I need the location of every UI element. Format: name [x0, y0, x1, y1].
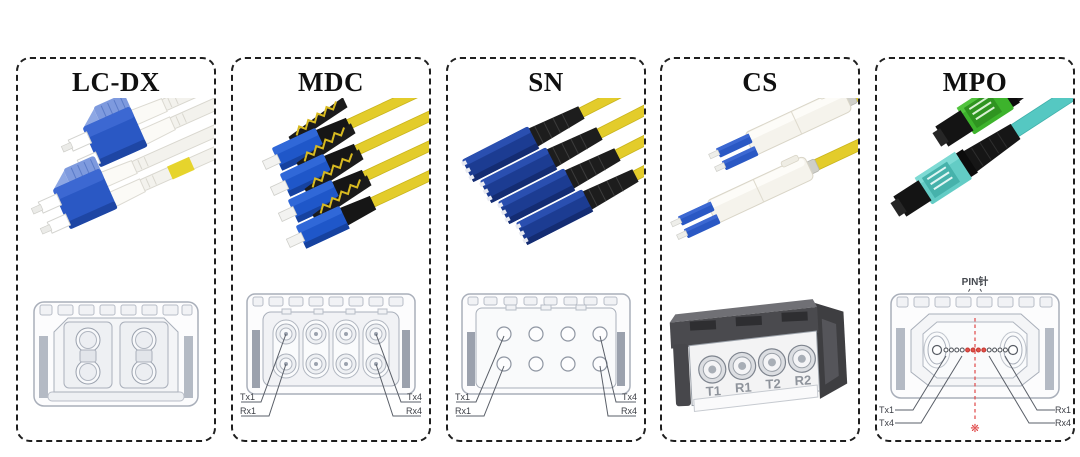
label-r1: R1 [735, 379, 752, 395]
mdc-face-diagram: Tx1 Rx1 Tx4 Rx4 [233, 288, 429, 440]
panel-title-cs: CS [742, 67, 778, 97]
panel-cs: CS [660, 57, 860, 442]
label-pin: PIN针 [962, 275, 989, 288]
mpo-connector-green [932, 97, 1063, 147]
housing-ribs [39, 304, 193, 316]
cs-face-schematic: T1 R1 T2 R2 [669, 299, 848, 413]
housing-ribs [896, 296, 1053, 308]
cs-photo-illustration [666, 97, 858, 243]
housing-ribs [252, 296, 404, 307]
panel-title-mdc: MDC [298, 67, 364, 97]
callout-lines [456, 335, 636, 417]
sn-connector-photo [448, 97, 644, 270]
mpo-connector-photo [877, 97, 1073, 270]
callout-lines [895, 355, 1055, 424]
sn-face-diagram: Tx1 Rx1 Tx4 Rx4 [448, 288, 644, 440]
lc-dx-photo-illustration [21, 97, 214, 241]
fiber-dots-center [965, 347, 987, 353]
mdc-fiber-pairs [272, 319, 390, 379]
fiber-dots-tx [943, 347, 965, 353]
panel-title-mpo: MPO [942, 67, 1008, 97]
label-tx4: Tx4 [879, 418, 894, 428]
mpo-photo-illustration [890, 97, 1073, 217]
guide-pin-right [1007, 344, 1019, 356]
label-t1: T1 [705, 383, 721, 399]
label-rx4: Rx4 [621, 406, 637, 416]
label-tx4: Tx4 [622, 392, 637, 402]
label-rx1: Rx1 [240, 406, 256, 416]
label-tx1: Tx1 [240, 392, 255, 402]
mpo-connector-aqua [890, 97, 1073, 217]
label-rx1: Rx1 [455, 406, 471, 416]
panel-title-sn: SN [528, 67, 564, 97]
cs-ferrules [698, 344, 816, 384]
fiber-dots-rx [986, 347, 1008, 353]
cs-connector-photo [662, 97, 858, 270]
sn-face-schematic: Tx1 Rx1 Tx4 Rx4 [455, 293, 637, 417]
sn-connector-stack [459, 97, 644, 247]
label-r2: R2 [794, 372, 811, 388]
callout-lines [241, 333, 421, 417]
mpo-ferrule-face [923, 331, 1027, 369]
panel-mdc: MDC [231, 57, 431, 442]
lc-dx-face-diagram [18, 288, 214, 440]
lc-ferrules [75, 327, 157, 385]
mdc-photo-illustration [251, 97, 429, 256]
mpo-face-diagram: PIN针 [877, 272, 1073, 440]
panel-title-lc-dx: LC-DX [72, 67, 160, 97]
mdc-face-schematic: Tx1 Rx1 Tx4 Rx4 [240, 293, 422, 417]
label-rx1: Rx1 [1055, 405, 1071, 415]
label-rx4: Rx4 [1055, 418, 1071, 428]
sn-photo-illustration [459, 97, 644, 247]
mdc-connector-photo [233, 97, 429, 270]
housing-ribs [467, 296, 618, 306]
panel-lc-dx: LC-DX [16, 57, 216, 442]
yellow-cable-band [167, 156, 195, 180]
cs-face-diagram: T1 R1 T2 R2 [662, 288, 858, 440]
mpo-face-schematic: PIN针 [879, 275, 1071, 435]
polarity-key-icon: ❋ [970, 422, 979, 435]
lc-dx-connector-photo [18, 97, 214, 270]
lc-duplex-connector-lower [21, 97, 214, 241]
label-tx1: Tx1 [455, 392, 470, 402]
guide-pin-left [931, 344, 943, 356]
label-t2: T2 [765, 376, 781, 392]
mdc-connector-stack [251, 97, 429, 256]
lc-dx-face-schematic [33, 301, 199, 407]
panel-sn: SN [446, 57, 646, 442]
label-tx1: Tx1 [879, 405, 894, 415]
label-tx4: Tx4 [407, 392, 422, 402]
label-rx4: Rx4 [406, 406, 422, 416]
sn-fiber-holes [496, 326, 608, 372]
panel-mpo: MPO [875, 57, 1075, 442]
